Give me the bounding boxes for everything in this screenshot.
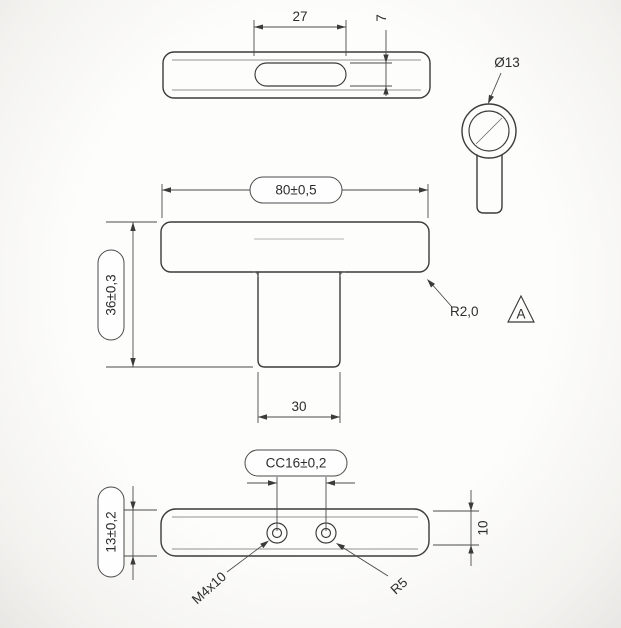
dim-slot-length-label: 27 (292, 9, 307, 24)
dim-overall-width: 80±0,5 (161, 176, 429, 218)
fillet-line (252, 271, 259, 278)
datum-label: A (516, 307, 525, 322)
dim-overall-height-label: 36±0,3 (104, 274, 119, 315)
arrowhead (254, 24, 263, 30)
dimension-frame (97, 486, 125, 578)
front-view-stem-outline (257, 271, 341, 368)
leader-line (341, 546, 389, 577)
dim-bar-width-label: 13±0,2 (104, 511, 119, 552)
fillet-line (339, 271, 346, 278)
dim-stem-width-label: 30 (291, 399, 306, 414)
arrowhead (468, 502, 474, 511)
dimension-frame (249, 176, 343, 204)
arrowhead (258, 414, 267, 420)
arrowhead (427, 279, 435, 288)
top-view-body-outline (162, 51, 431, 99)
dim-slot-width-label: 7 (374, 14, 389, 22)
thread-callout: M4x10 (189, 540, 269, 607)
dim-hole-spacing: CC16±0,2 (244, 449, 355, 531)
arrowhead (383, 86, 389, 95)
dim-overall-height: 36±0,3 (97, 221, 253, 368)
arrowhead (130, 501, 136, 510)
dim-slot-width: 7 (350, 14, 392, 96)
side-view-stem-outline (476, 154, 503, 214)
dim-depth-label: 10 (476, 520, 491, 535)
side-view-bore-highlight-line (475, 117, 503, 145)
leader-line (226, 544, 264, 573)
arrowhead (130, 358, 136, 367)
dim-bar-width: 13±0,2 (97, 486, 157, 580)
arrowhead (488, 94, 494, 104)
arrowhead (383, 54, 389, 63)
arrowhead (268, 480, 277, 486)
radius-callout-r2: R2,0 (427, 279, 479, 319)
side-view (461, 103, 517, 214)
leader-line (429, 281, 453, 308)
dimension-frame (97, 249, 125, 341)
datum-symbol: A (507, 294, 535, 323)
arrowhead (162, 187, 171, 193)
arrowhead (326, 480, 335, 486)
front-view (160, 221, 430, 368)
arrowhead (331, 414, 340, 420)
thread-callout-label: M4x10 (189, 569, 229, 607)
bottom-view-bar-outline (160, 508, 430, 557)
front-view-bar-outline (160, 221, 430, 273)
dimension-frame (244, 449, 348, 477)
side-view-bore-circle (468, 110, 510, 152)
side-view-outer-circle (461, 103, 517, 159)
top-view (162, 51, 431, 99)
arrowhead (130, 556, 136, 565)
arrowhead (336, 543, 345, 551)
dim-stem-width: 30 (257, 372, 341, 423)
arrowhead (260, 540, 269, 549)
arrowhead (468, 545, 474, 554)
radius-callout-r5-label: R5 (388, 575, 411, 598)
dim-diameter: Ø13 (488, 55, 520, 104)
radius-callout-r5: R5 (336, 543, 410, 597)
bottom-view (160, 508, 430, 557)
datum-triangle-icon (507, 294, 535, 323)
top-view-slot-outline (254, 62, 347, 87)
arrowhead (419, 187, 428, 193)
arrowhead (130, 222, 136, 231)
dim-overall-width-label: 80±0,5 (275, 183, 316, 198)
dim-slot-length: 27 (253, 9, 347, 56)
dim-diameter-label: Ø13 (494, 55, 520, 70)
dim-hole-spacing-label: CC16±0,2 (266, 456, 327, 471)
radius-callout-r2-label: R2,0 (450, 304, 479, 319)
arrowhead (337, 24, 346, 30)
dim-depth: 10 (433, 490, 491, 566)
